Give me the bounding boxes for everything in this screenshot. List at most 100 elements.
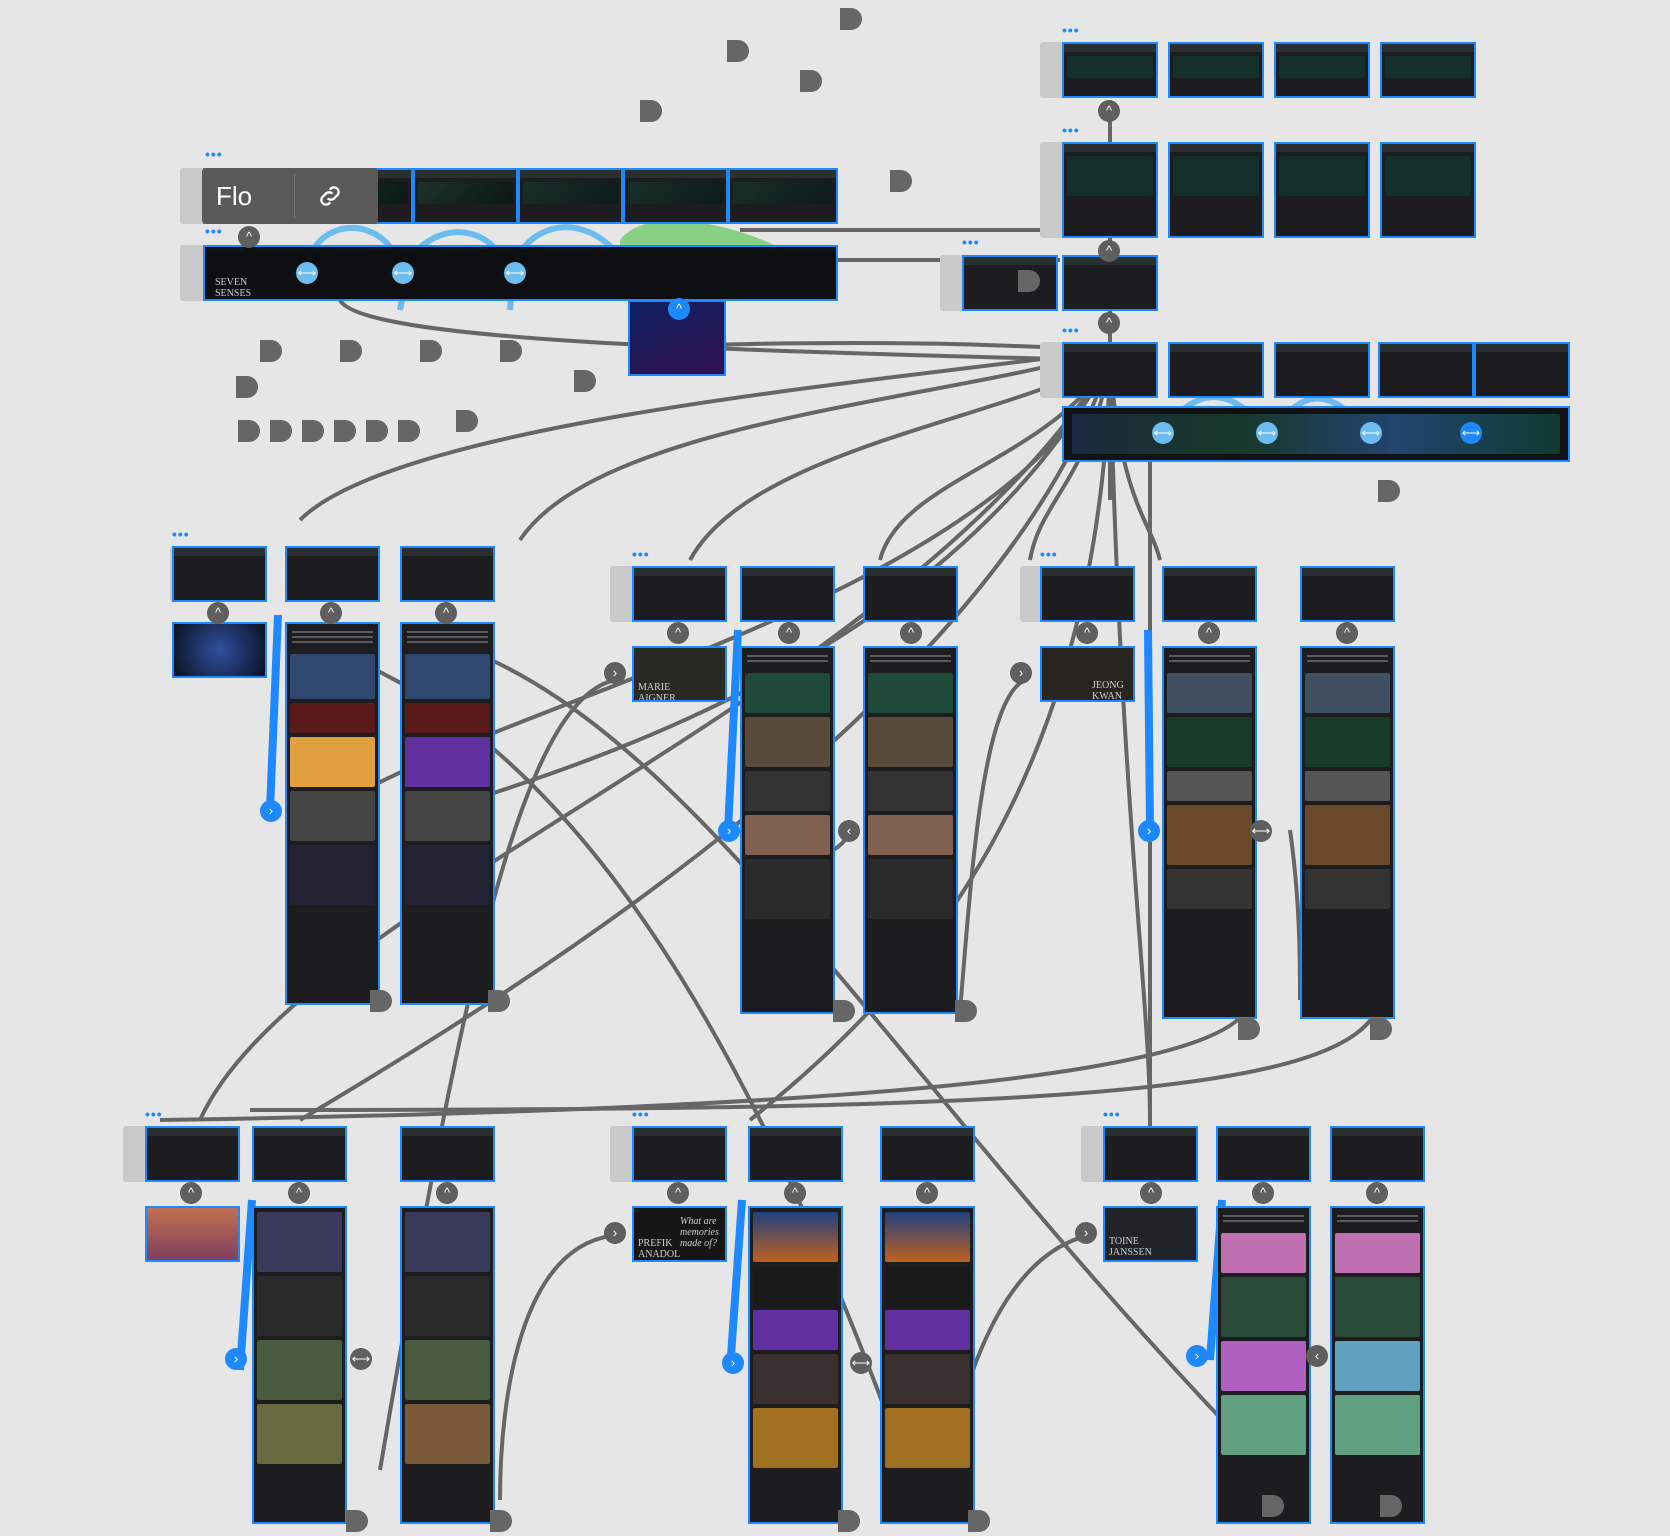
frame-m1-hdr3[interactable] bbox=[400, 546, 495, 602]
collapse-handle-icon[interactable]: ^ bbox=[1076, 622, 1098, 644]
frame-header-6[interactable] bbox=[728, 168, 838, 224]
frame-b2-hdr3[interactable] bbox=[880, 1126, 975, 1182]
prev-arrow-icon[interactable]: ‹ bbox=[838, 820, 860, 842]
collapse-handle-icon[interactable]: ^ bbox=[900, 622, 922, 644]
hotspot-knob[interactable] bbox=[490, 1510, 512, 1532]
flow-toolbar[interactable]: Flo bbox=[202, 168, 378, 224]
next-arrow-icon[interactable]: › bbox=[1075, 1222, 1097, 1244]
frame-m2-hdr[interactable] bbox=[632, 566, 727, 622]
collapse-handle-icon[interactable]: ^ bbox=[667, 622, 689, 644]
collapse-handle-icon[interactable]: ^ bbox=[238, 226, 260, 248]
hotspot-knob[interactable] bbox=[1238, 1018, 1260, 1040]
frame-b2-hdr2[interactable] bbox=[748, 1126, 843, 1182]
frame-b1-long-a[interactable] bbox=[252, 1206, 347, 1524]
next-arrow-icon[interactable]: › bbox=[718, 820, 740, 842]
next-arrow-icon[interactable]: › bbox=[225, 1348, 247, 1370]
collapse-handle-icon[interactable]: ^ bbox=[1252, 1182, 1274, 1204]
hotspot-knob[interactable] bbox=[968, 1510, 990, 1532]
hotspot-knob[interactable] bbox=[890, 170, 912, 192]
collapse-handle-icon[interactable]: ^ bbox=[778, 622, 800, 644]
link-icon[interactable] bbox=[295, 168, 365, 224]
frame-r2-1[interactable] bbox=[1062, 342, 1158, 398]
hotspot-knob[interactable] bbox=[238, 420, 260, 442]
frame-mid-b[interactable] bbox=[1062, 255, 1158, 311]
frame-tr-5[interactable] bbox=[1062, 142, 1158, 238]
connection-handle-icon[interactable]: ⟷ bbox=[850, 1352, 872, 1374]
hotspot-knob[interactable] bbox=[370, 990, 392, 1012]
frame-m2-hdr3[interactable] bbox=[863, 566, 958, 622]
hotspot-knob[interactable] bbox=[1378, 480, 1400, 502]
hotspot-knob[interactable] bbox=[640, 100, 662, 122]
collapse-handle-icon[interactable]: ^ bbox=[288, 1182, 310, 1204]
collapse-handle-icon[interactable]: ^ bbox=[320, 602, 342, 624]
next-arrow-icon[interactable]: › bbox=[722, 1352, 744, 1374]
hotspot-knob[interactable] bbox=[727, 40, 749, 62]
frame-prefik-anadol[interactable]: PREFIK ANADOL What are memories made of? bbox=[632, 1206, 727, 1262]
frame-b3-hdr2[interactable] bbox=[1216, 1126, 1311, 1182]
frame-m3-hdr2[interactable] bbox=[1162, 566, 1257, 622]
frame-b1-long-b[interactable] bbox=[400, 1206, 495, 1524]
collapse-handle-icon[interactable]: ^ bbox=[1366, 1182, 1388, 1204]
frame-r2-5[interactable] bbox=[1474, 342, 1570, 398]
hotspot-knob[interactable] bbox=[260, 340, 282, 362]
collapse-handle-icon[interactable]: ^ bbox=[1098, 312, 1120, 334]
hotspot-knob[interactable] bbox=[840, 8, 862, 30]
hotspot-knob[interactable] bbox=[398, 420, 420, 442]
next-arrow-icon[interactable]: › bbox=[1010, 662, 1032, 684]
frame-tr-2[interactable] bbox=[1168, 42, 1264, 98]
connection-handle-icon[interactable]: ⟷ bbox=[1250, 820, 1272, 842]
frame-b1-thumb[interactable] bbox=[145, 1206, 240, 1262]
frame-header-3[interactable] bbox=[413, 168, 518, 224]
frame-b3-hdr3[interactable] bbox=[1330, 1126, 1425, 1182]
collapse-handle-icon[interactable]: ^ bbox=[667, 1182, 689, 1204]
frame-tr-8[interactable] bbox=[1380, 142, 1476, 238]
frame-b3-long-b[interactable] bbox=[1330, 1206, 1425, 1524]
frame-m3-long-a[interactable] bbox=[1162, 646, 1257, 1019]
connection-handle-icon[interactable]: ⟷ bbox=[1256, 422, 1278, 444]
hotspot-knob[interactable] bbox=[800, 70, 822, 92]
collapse-handle-icon[interactable]: ^ bbox=[1336, 622, 1358, 644]
frame-r2-3[interactable] bbox=[1274, 342, 1370, 398]
frame-toine-janssen[interactable]: TOINE JANSSEN bbox=[1103, 1206, 1198, 1262]
hotspot-knob[interactable] bbox=[955, 1000, 977, 1022]
collapse-handle-icon[interactable]: ^ bbox=[436, 1182, 458, 1204]
frame-m3-hdr[interactable] bbox=[1040, 566, 1135, 622]
connection-handle-icon[interactable]: ⟷ bbox=[1152, 422, 1174, 444]
frame-marie-aigner[interactable]: MARIE AIGNER bbox=[632, 646, 727, 702]
frame-b3-hdr[interactable] bbox=[1103, 1126, 1198, 1182]
frame-tr-1[interactable] bbox=[1062, 42, 1158, 98]
hotspot-knob[interactable] bbox=[302, 420, 324, 442]
frame-b2-long-b[interactable] bbox=[880, 1206, 975, 1524]
frame-m2-long-a[interactable] bbox=[740, 646, 835, 1014]
connection-handle-icon[interactable]: ⟷ bbox=[504, 262, 526, 284]
hotspot-knob[interactable] bbox=[488, 990, 510, 1012]
frame-tr-6[interactable] bbox=[1168, 142, 1264, 238]
collapse-handle-icon[interactable]: ^ bbox=[784, 1182, 806, 1204]
frame-m1-thumb[interactable] bbox=[172, 622, 267, 678]
hotspot-knob[interactable] bbox=[270, 420, 292, 442]
hotspot-knob[interactable] bbox=[456, 410, 478, 432]
collapse-handle-icon[interactable]: ^ bbox=[180, 1182, 202, 1204]
connection-handle-icon[interactable]: ⟷ bbox=[1460, 422, 1482, 444]
frame-r2-2[interactable] bbox=[1168, 342, 1264, 398]
frame-b1-hdr3[interactable] bbox=[400, 1126, 495, 1182]
collapse-handle-icon[interactable]: ^ bbox=[207, 602, 229, 624]
connection-handle-icon[interactable]: ⟷ bbox=[296, 262, 318, 284]
frame-header-5[interactable] bbox=[623, 168, 728, 224]
hotspot-knob[interactable] bbox=[1370, 1018, 1392, 1040]
connection-handle-icon[interactable]: ⟷ bbox=[392, 262, 414, 284]
hotspot-knob[interactable] bbox=[500, 340, 522, 362]
prev-arrow-icon[interactable]: ‹ bbox=[1306, 1345, 1328, 1367]
hotspot-knob[interactable] bbox=[236, 376, 258, 398]
frame-m3-hdr3[interactable] bbox=[1300, 566, 1395, 622]
collapse-handle-icon[interactable]: ^ bbox=[1198, 622, 1220, 644]
hotspot-knob[interactable] bbox=[346, 1510, 368, 1532]
hotspot-knob[interactable] bbox=[340, 340, 362, 362]
frame-header-4[interactable] bbox=[518, 168, 623, 224]
frame-tr-3[interactable] bbox=[1274, 42, 1370, 98]
hotspot-knob[interactable] bbox=[574, 370, 596, 392]
hotspot-knob[interactable] bbox=[838, 1510, 860, 1532]
connection-handle-icon[interactable]: ⟷ bbox=[350, 1348, 372, 1370]
frame-b1-hdr2[interactable] bbox=[252, 1126, 347, 1182]
